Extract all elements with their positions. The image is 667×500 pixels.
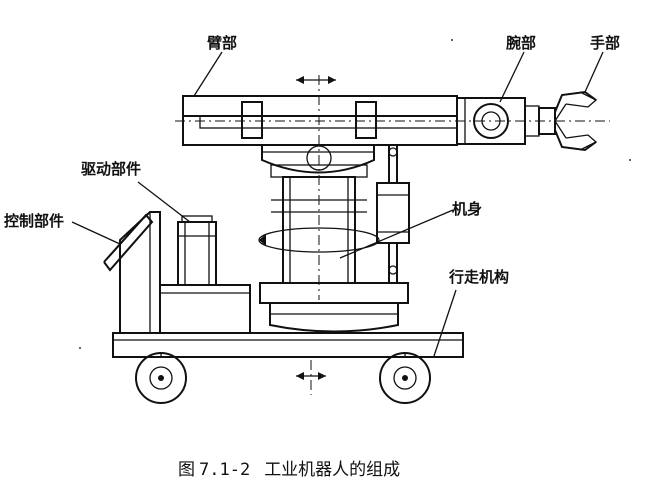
caption-number: 7.1-2 [199, 460, 251, 480]
caption-prefix: 图 [178, 460, 195, 480]
label-wrist: 腕部 [506, 34, 537, 52]
leader-lines [71, 51, 604, 357]
caption-title: 工业机器人的组成 [264, 460, 401, 480]
lift-cylinder [376, 145, 410, 283]
label-drive: 驱动部件 [81, 160, 142, 178]
robot-hand [538, 90, 598, 152]
label-arm: 臂部 [207, 34, 238, 52]
travel-arrows [296, 360, 326, 395]
travel-mechanism [112, 332, 464, 404]
drive-motor [177, 215, 217, 286]
label-travel: 行走机构 [449, 268, 510, 286]
label-control: 控制部件 [4, 212, 65, 230]
right-wheel [379, 352, 431, 404]
robot-body [258, 75, 409, 333]
label-hand: 手部 [590, 34, 621, 52]
robot-arm [175, 95, 610, 146]
control-unit [103, 211, 251, 334]
label-body: 机身 [452, 200, 483, 218]
left-wheel [135, 352, 187, 404]
